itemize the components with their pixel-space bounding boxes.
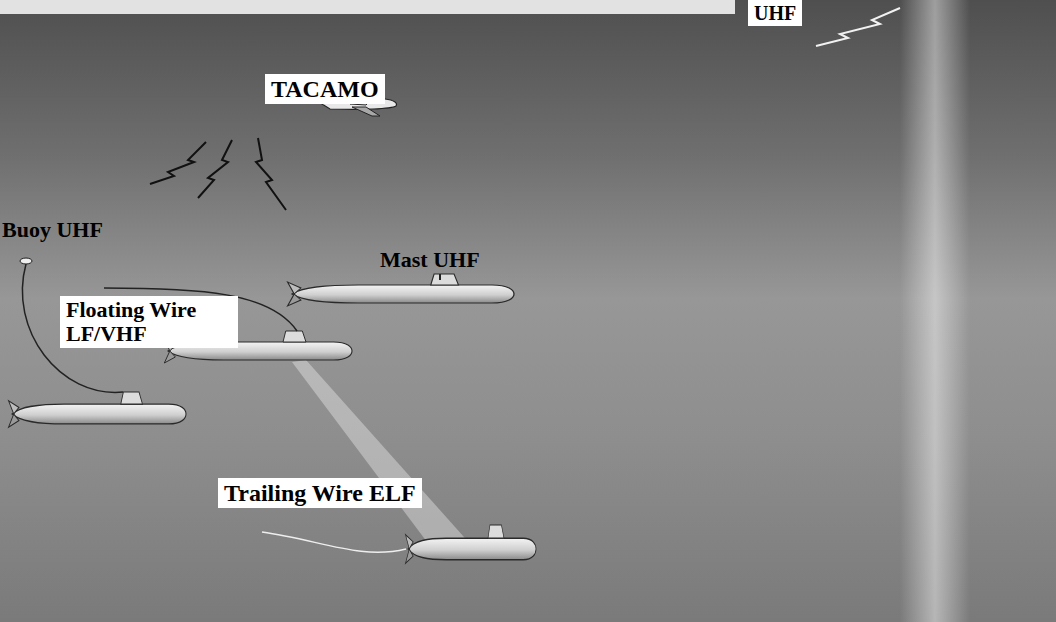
lightning-bolt bbox=[150, 142, 206, 184]
label-box: TACAMO bbox=[265, 74, 385, 104]
submarine bbox=[405, 525, 536, 563]
lightning-bolt bbox=[198, 140, 232, 198]
submarine bbox=[9, 392, 186, 427]
label-text: Mast UHF bbox=[380, 247, 480, 273]
lightning-bolt bbox=[816, 8, 900, 46]
lightning-bolt bbox=[256, 138, 286, 210]
antenna-label: Buoy UHF bbox=[2, 217, 103, 243]
page-strip bbox=[0, 0, 735, 14]
antenna-label: Mast UHF bbox=[380, 247, 480, 273]
label-text: Floating Wire LF/VHF bbox=[66, 298, 232, 346]
light-beam bbox=[292, 360, 472, 546]
buoy bbox=[20, 258, 32, 264]
trailing-wire bbox=[262, 532, 406, 552]
label-box: Floating Wire LF/VHF bbox=[60, 296, 238, 348]
label-box: UHF bbox=[748, 0, 802, 26]
mast bbox=[439, 274, 441, 280]
label-box: Trailing Wire ELF bbox=[218, 478, 422, 508]
label-text: TACAMO bbox=[271, 76, 379, 102]
light-beam bbox=[900, 0, 970, 622]
label-text: UHF bbox=[754, 2, 796, 24]
label-text: Trailing Wire ELF bbox=[224, 480, 416, 506]
submarine bbox=[288, 274, 514, 306]
label-text: Buoy UHF bbox=[2, 217, 103, 243]
